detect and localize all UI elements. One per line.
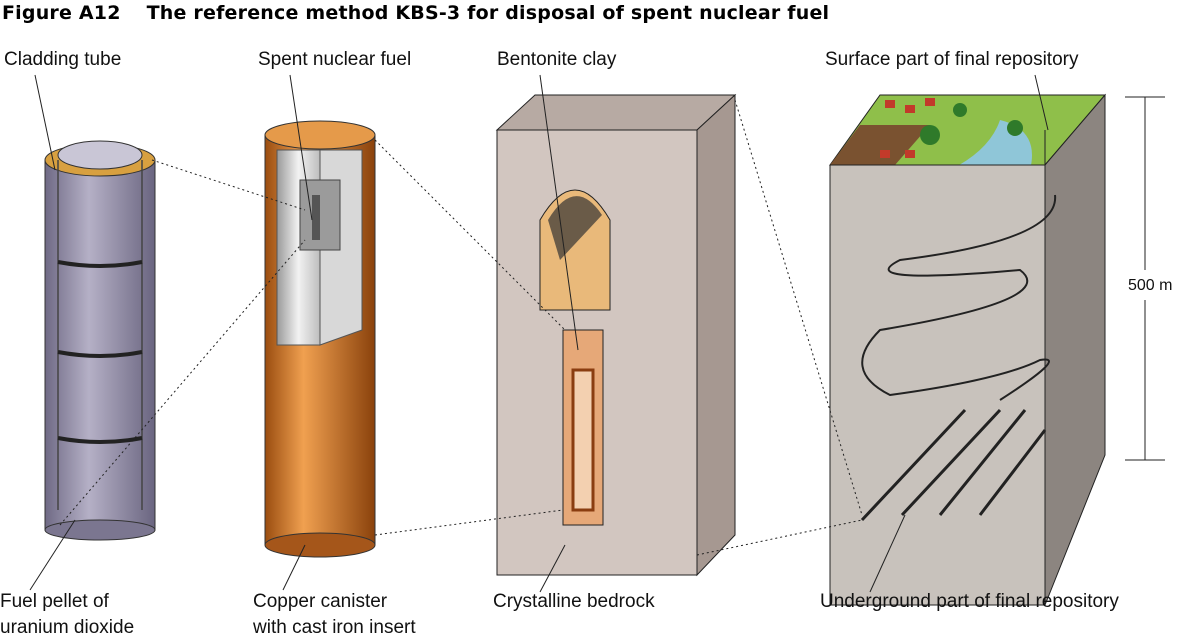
label-bentonite: Bentonite clay (497, 49, 617, 70)
figure-number: Figure A12 (2, 2, 121, 24)
label-depth: 500 m (1128, 277, 1173, 294)
label-spent-fuel: Spent nuclear fuel (258, 49, 412, 70)
leader-lines (29, 74, 1049, 593)
label-surface-part: Surface part of final repository (825, 49, 1079, 70)
connector-lines (59, 99, 863, 556)
bedrock-block (495, 93, 737, 577)
repository-block (829, 93, 1107, 606)
figure-title: Figure A12 The reference method KBS-3 for… (2, 2, 829, 24)
label-fuel-pellet-2: uranium dioxide (0, 617, 135, 638)
label-underground-part: Underground part of final repository (820, 591, 1119, 612)
label-bedrock: Crystalline bedrock (493, 591, 655, 612)
label-cladding-tube: Cladding tube (4, 49, 122, 70)
fuel-rod (44, 140, 156, 541)
label-canister-1: Copper canister (253, 591, 388, 612)
copper-canister (264, 120, 376, 558)
label-canister-2: with cast iron insert (253, 617, 416, 638)
depth-scale (1125, 96, 1165, 461)
figure-title-text: The reference method KBS-3 for disposal … (146, 2, 830, 24)
label-fuel-pellet-1: Fuel pellet of (0, 591, 109, 612)
